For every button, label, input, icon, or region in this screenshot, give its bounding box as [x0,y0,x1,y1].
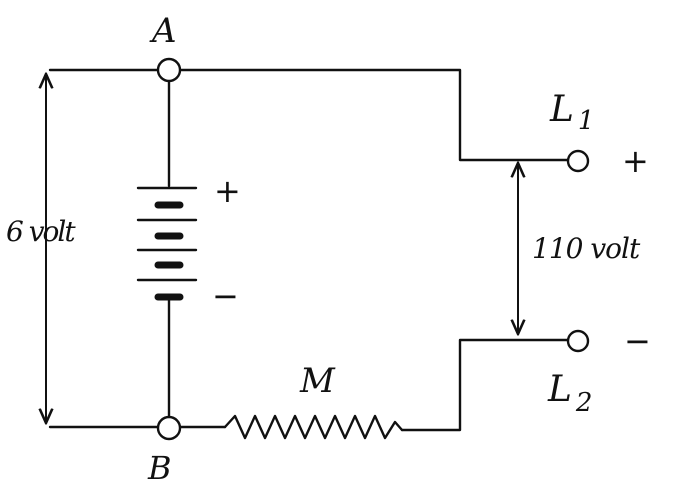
l2-minus-sign: − [624,322,651,360]
battery [136,186,198,301]
l1-terminal [566,149,590,173]
terminal-l2-letter: L [548,369,572,410]
resistor-zigzag [223,414,404,440]
terminal-l2-subscript: 2 [575,388,593,418]
node-a-label: A [152,11,177,51]
battery-plus-sign: + [214,172,241,210]
terminal-l1-subscript: 1 [577,106,595,136]
node-b-terminal [156,415,182,441]
output-voltage-label: 110 volt [532,232,640,265]
battery-minus-sign: − [212,277,239,315]
node-b-label: B [148,449,172,487]
l1-plus-sign: + [622,142,649,180]
node-a-terminal [156,57,182,83]
l2-terminal [566,329,590,353]
resistor-label: M [300,361,335,401]
top-wire [48,68,570,162]
battery-voltage-label: 6 volt [6,215,76,248]
bottom-right-wire [400,338,570,432]
terminal-l1-letter: L [550,89,574,130]
